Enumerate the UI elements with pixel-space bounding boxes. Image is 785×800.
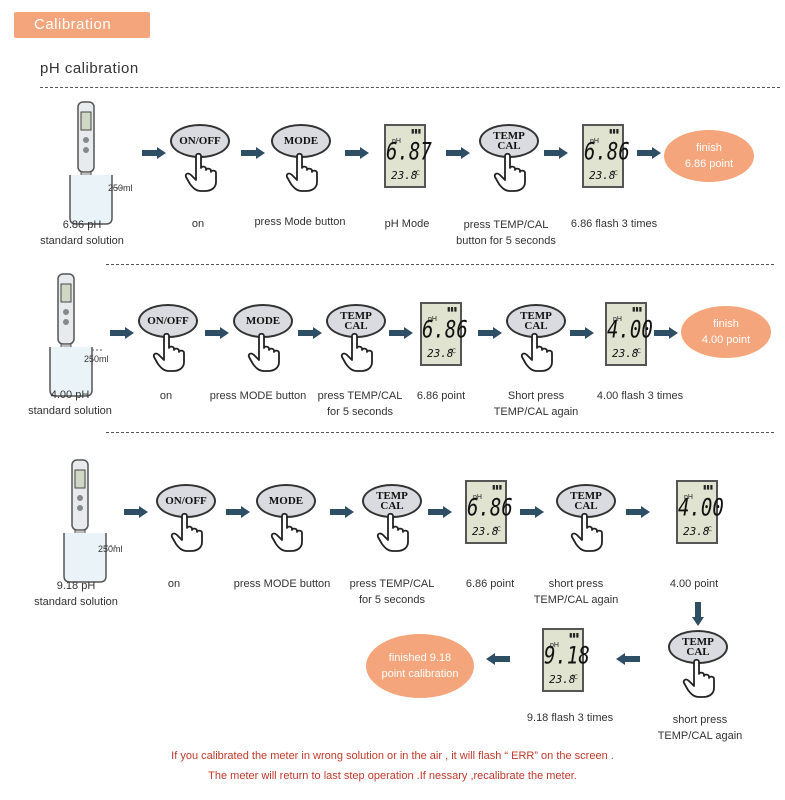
hand-press-icon	[152, 332, 188, 372]
hand-press-icon	[247, 332, 283, 372]
hand-press-icon	[520, 332, 556, 372]
arrow-right-icon	[389, 326, 413, 339]
hand-press-icon	[340, 332, 376, 372]
arrow-right-icon	[142, 146, 166, 159]
arrow-right-icon	[626, 505, 650, 518]
hand-press-icon	[184, 152, 220, 192]
row1-on-label: on	[191, 218, 205, 230]
row3-on-label: on	[167, 578, 181, 590]
beaker-volume: 250ml	[98, 544, 123, 554]
arrow-right-icon	[428, 505, 452, 518]
row2-point-label: 6.86 point	[416, 390, 466, 402]
hand-press-icon	[285, 152, 321, 192]
arrow-right-icon	[345, 146, 369, 159]
ph-meter-icon	[46, 272, 102, 402]
arrow-right-icon	[544, 146, 568, 159]
arrow-right-icon	[570, 326, 594, 339]
mode-button[interactable]: MODE	[233, 304, 293, 338]
hand-press-icon	[493, 152, 529, 192]
arrow-right-icon	[110, 326, 134, 339]
row1-phmode-label: pH Mode	[384, 218, 430, 230]
hand-press-icon	[570, 512, 606, 552]
row2-on-label: on	[159, 390, 173, 402]
arrow-right-icon	[298, 326, 322, 339]
warning-note-2: The meter will return to last step opera…	[208, 770, 577, 782]
hand-press-icon	[682, 658, 718, 698]
arrow-right-icon	[330, 505, 354, 518]
row3-mode-label: press MODE button	[233, 578, 331, 590]
onoff-button[interactable]: ON/OFF	[170, 124, 230, 158]
calibration-header: Calibration	[14, 12, 150, 38]
row3-point1-label: 6.86 point	[465, 578, 515, 590]
warning-note-1: If you calibrated the meter in wrong sol…	[171, 750, 614, 762]
ph-meter-icon	[60, 458, 116, 588]
divider-1	[106, 264, 774, 265]
arrow-right-icon	[478, 326, 502, 339]
hand-press-icon	[170, 512, 206, 552]
arrow-right-icon	[446, 146, 470, 159]
arrow-right-icon	[124, 505, 148, 518]
row2-mode-label: press MODE button	[209, 390, 307, 402]
row1-mode-label: press Mode button	[254, 216, 346, 228]
arrow-right-icon	[226, 505, 250, 518]
section-title: pH calibration	[40, 60, 139, 77]
divider-2	[106, 432, 774, 433]
arrow-left-icon	[486, 652, 510, 665]
arrow-down-icon	[692, 602, 704, 626]
divider-top	[40, 87, 780, 88]
arrow-right-icon	[241, 146, 265, 159]
row2-flash-label: 4.00 flash 3 times	[596, 390, 684, 402]
arrow-left-icon	[616, 652, 640, 665]
row1-flash-label: 6.86 flash 3 times	[570, 218, 658, 230]
arrow-right-icon	[654, 326, 678, 339]
row3-flash-label: 9.18 flash 3 times	[526, 712, 614, 724]
mode-button[interactable]: MODE	[271, 124, 331, 158]
ph-meter-icon	[66, 100, 122, 230]
arrow-right-icon	[205, 326, 229, 339]
row3-point2-label: 4.00 point	[669, 578, 719, 590]
beaker-volume: 250ml	[108, 183, 133, 193]
arrow-right-icon	[637, 146, 661, 159]
arrow-right-icon	[520, 505, 544, 518]
beaker-volume: 250ml	[84, 354, 109, 364]
hand-press-icon	[270, 512, 306, 552]
hand-press-icon	[376, 512, 412, 552]
